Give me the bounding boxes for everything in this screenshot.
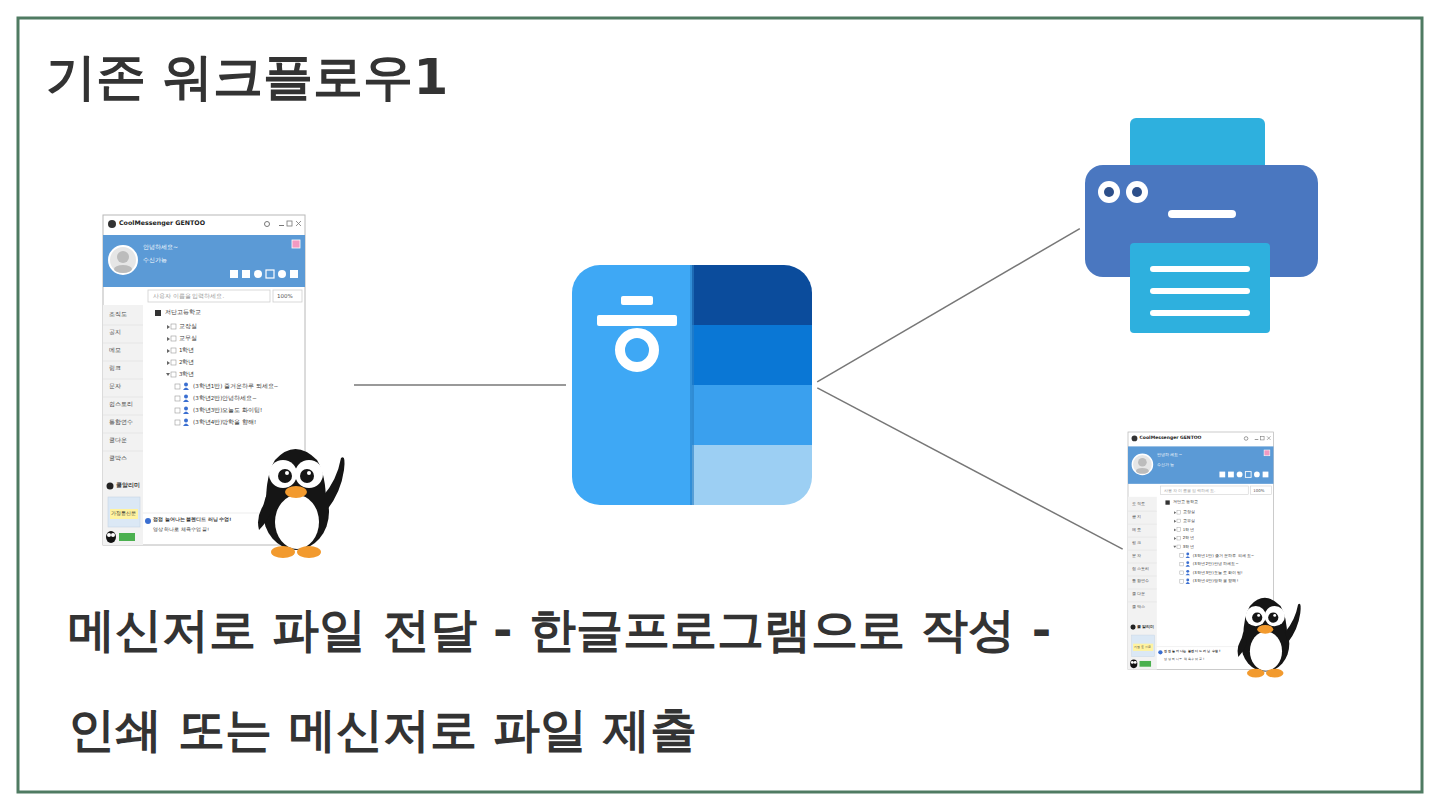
window-content: CoolMessenger GENTOO 안녕하세요~ 수신가능사용자 이름을 입력… <box>103 215 305 545</box>
window-text: (3학년1반) 즐거운하루 되세요~ <box>193 383 278 389</box>
window-text: 1학년 <box>1183 527 1194 532</box>
flow-line <box>817 388 1122 549</box>
window-text: 문자 <box>109 383 121 389</box>
printer-icon <box>1130 243 1270 333</box>
window-text: 수신가능 <box>143 257 167 263</box>
window-text: 쿨다운 <box>109 437 127 443</box>
printer-icon <box>1126 181 1148 203</box>
window-text: 영상 하나로 체육수업 끝! <box>1164 657 1204 661</box>
printer-icon <box>1150 266 1250 272</box>
window-text: 쿨박스 <box>1132 605 1145 610</box>
window-text: 공지 <box>1132 514 1141 519</box>
window-text: 사용자 이름을 입력하세요. <box>1164 488 1215 493</box>
window-text: 수신가능 <box>1157 462 1174 467</box>
window-text: CoolMessenger GENTOO <box>1140 435 1202 440</box>
printer-icon <box>1085 118 1318 333</box>
window-text: 2학년 <box>1183 536 1194 541</box>
slide-caption: 메신저로 파일 전달 - 한글프로그램으로 작성 - 인쇄 또는 메신저로 파일… <box>68 580 1078 780</box>
messenger-window: CoolMessenger GENTOO 안녕하세요~ 수신가능사용자 이름을 입력… <box>1128 432 1303 682</box>
window-text: 가정통신문 <box>1134 645 1152 649</box>
window-text: (3학년4반)방학을 향해! <box>1193 579 1239 584</box>
window-text: 2학년 <box>179 359 195 365</box>
window-text: 통합연수 <box>109 419 133 425</box>
flow-line <box>354 384 566 386</box>
printer-icon <box>1132 187 1142 197</box>
hangul-app-icon <box>620 333 654 367</box>
window-text: (3학년1반) 즐거운하루 되세요~ <box>1193 553 1254 558</box>
window-text: 조직도 <box>109 311 127 317</box>
penguin-mascot <box>1237 598 1300 678</box>
window-text: 점점 늘어나는 블렌디드 러닝 수업! <box>1164 649 1220 653</box>
window-content: CoolMessenger GENTOO 안녕하세요~ 수신가능사용자 이름을 입력… <box>1128 432 1273 670</box>
hangul-app-icon <box>572 265 812 505</box>
window-text: 쿨다운 <box>1132 592 1145 597</box>
window-text: 교무실 <box>1183 518 1196 523</box>
printer-icon <box>1150 310 1250 316</box>
window-text: 100% <box>1253 488 1264 493</box>
printer-icon <box>1150 288 1250 294</box>
window-text: (3학년3반)오늘도 화이팅! <box>193 407 262 413</box>
window-text: 문자 <box>1132 553 1141 558</box>
window-text: CoolMessenger GENTOO <box>119 219 205 226</box>
messenger-window: CoolMessenger GENTOO 안녕하세요~ 수신가능사용자 이름을 입력… <box>103 215 348 560</box>
penguin-mascot <box>258 449 345 558</box>
hangul-app-icon <box>621 296 653 305</box>
window-text: (3학년2반)안녕하세요~ <box>1193 562 1239 567</box>
hangul-app-icon <box>572 265 694 505</box>
hangul-app-icon <box>597 315 677 326</box>
window-text: (3학년2반)안녕하세요~ <box>193 395 257 401</box>
window-text: (3학년3반)오늘도 화이팅! <box>1193 570 1243 575</box>
window-text: 3학년 <box>179 371 195 377</box>
window-text: 3학년 <box>1183 544 1194 549</box>
window-text: 쉽스토리 <box>1132 566 1149 571</box>
window-text: 100% <box>277 293 293 299</box>
window-text: 쿨박스 <box>109 455 127 461</box>
printer-icon <box>1098 181 1120 203</box>
window-text: 통합연수 <box>1132 579 1149 584</box>
window-text: 교장실 <box>1183 510 1196 515</box>
window-text: 쉽스토리 <box>109 401 133 407</box>
window-text: 메모 <box>1132 527 1141 532</box>
window-text: 저단고등학교 <box>165 309 201 316</box>
window-text: 링크 <box>1132 540 1141 545</box>
window-text: 조직도 <box>1132 501 1145 506</box>
slide-title: 기존 워크플로우1 <box>46 44 448 111</box>
window-text: 교무실 <box>179 335 197 341</box>
window-text: 교장실 <box>179 323 197 329</box>
hangul-app-icon <box>692 265 812 325</box>
hangul-app-icon <box>572 265 812 505</box>
window-text: 안녕하세요~ <box>143 244 178 251</box>
window-text: (3학년4반)방학을 향해! <box>193 419 256 425</box>
window-text: 1학년 <box>179 347 195 353</box>
printer-icon <box>1104 187 1114 197</box>
hangul-app-icon <box>690 265 694 505</box>
window-text: 사용자 이름을 입력하세요. <box>153 293 224 299</box>
window-text: 점점 늘어나는 블렌디드 러닝 수업! <box>153 517 231 522</box>
window-text: 가정통신문 <box>111 511 136 516</box>
printer-icon <box>1168 210 1236 218</box>
window-text: 영상 하나로 체육수업 끝! <box>153 527 209 532</box>
hangul-app-icon <box>692 325 812 385</box>
flow-line <box>817 229 1080 382</box>
window-text: 쿨알리미 <box>116 482 140 488</box>
window-text: 링크 <box>109 365 121 371</box>
hangul-app-icon <box>692 385 812 445</box>
printer-icon <box>1085 118 1318 333</box>
window-text: 안녕하세요~ <box>1157 453 1182 458</box>
window-text: 저단고등학교 <box>1173 500 1199 505</box>
window-text: 공지 <box>109 329 121 335</box>
window-text: 쿨알리미 <box>1137 624 1154 629</box>
window-text: 메모 <box>109 347 121 353</box>
hangul-app-icon <box>692 445 812 505</box>
slide-frame <box>18 18 1422 792</box>
